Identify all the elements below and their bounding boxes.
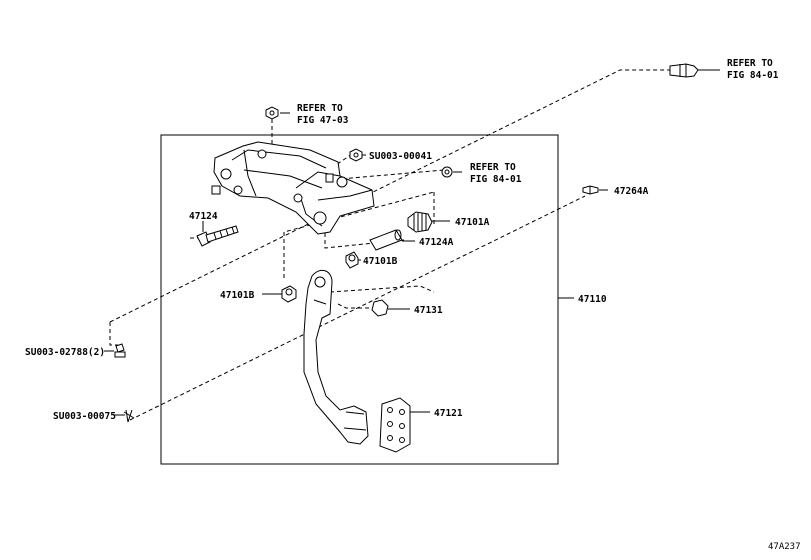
brake-pedal-arm <box>303 269 369 445</box>
label-47110: 47110 <box>578 294 607 305</box>
bushing-47101b-left <box>281 285 297 303</box>
stopper-47131 <box>371 299 389 317</box>
bolt-47124 <box>196 225 239 247</box>
bushing-47101b-right <box>345 251 359 269</box>
clip-84-01 <box>441 166 453 178</box>
label-refer-fig-84-01-mid-line2: FIG 84-01 <box>470 174 522 185</box>
label-47121: 47121 <box>434 408 463 419</box>
label-refer-fig-84-01-mid-line1: REFER TO <box>470 162 516 173</box>
label-47264a: 47264A <box>614 186 649 197</box>
dashed-guide-lines <box>109 69 676 421</box>
spring-47101a <box>407 211 433 233</box>
pedal-support-bracket <box>211 141 375 235</box>
label-47124a: 47124A <box>419 237 454 248</box>
part-labels: REFER TO FIG 84-01 REFER TO FIG 47-03 SU… <box>25 58 779 422</box>
label-47124: 47124 <box>189 211 218 222</box>
label-su0003-00075: SU003-00075 <box>53 411 116 422</box>
nut-47-03 <box>265 106 279 120</box>
leader-lines <box>104 69 720 416</box>
label-47101b-right: 47101B <box>363 256 398 267</box>
label-47101a: 47101A <box>455 217 490 228</box>
pedal-pad <box>379 397 411 453</box>
nut-su0003-00041 <box>349 148 363 162</box>
label-refer-fig-47-03-line2: FIG 47-03 <box>297 115 349 126</box>
bolt-su0003-02788 <box>114 343 126 358</box>
label-refer-fig-47-03-line1: REFER TO <box>297 103 343 114</box>
collar-47124a <box>369 229 403 251</box>
label-47101b-left: 47101B <box>220 290 255 301</box>
diagram-code: 47A237 <box>768 542 801 552</box>
label-su0003-02788: SU003-02788(2) <box>25 347 105 358</box>
stop-lamp-switch-top <box>669 63 699 78</box>
pin-47264a <box>582 185 599 195</box>
label-su0003-00041: SU003-00041 <box>369 151 432 162</box>
label-refer-fig-84-01-top-line2: FIG 84-01 <box>727 70 779 81</box>
label-refer-fig-84-01-top-line1: REFER TO <box>727 58 773 69</box>
assembly-frame <box>160 134 559 465</box>
label-47131: 47131 <box>414 305 443 316</box>
pin-su0003-00075 <box>123 409 135 423</box>
